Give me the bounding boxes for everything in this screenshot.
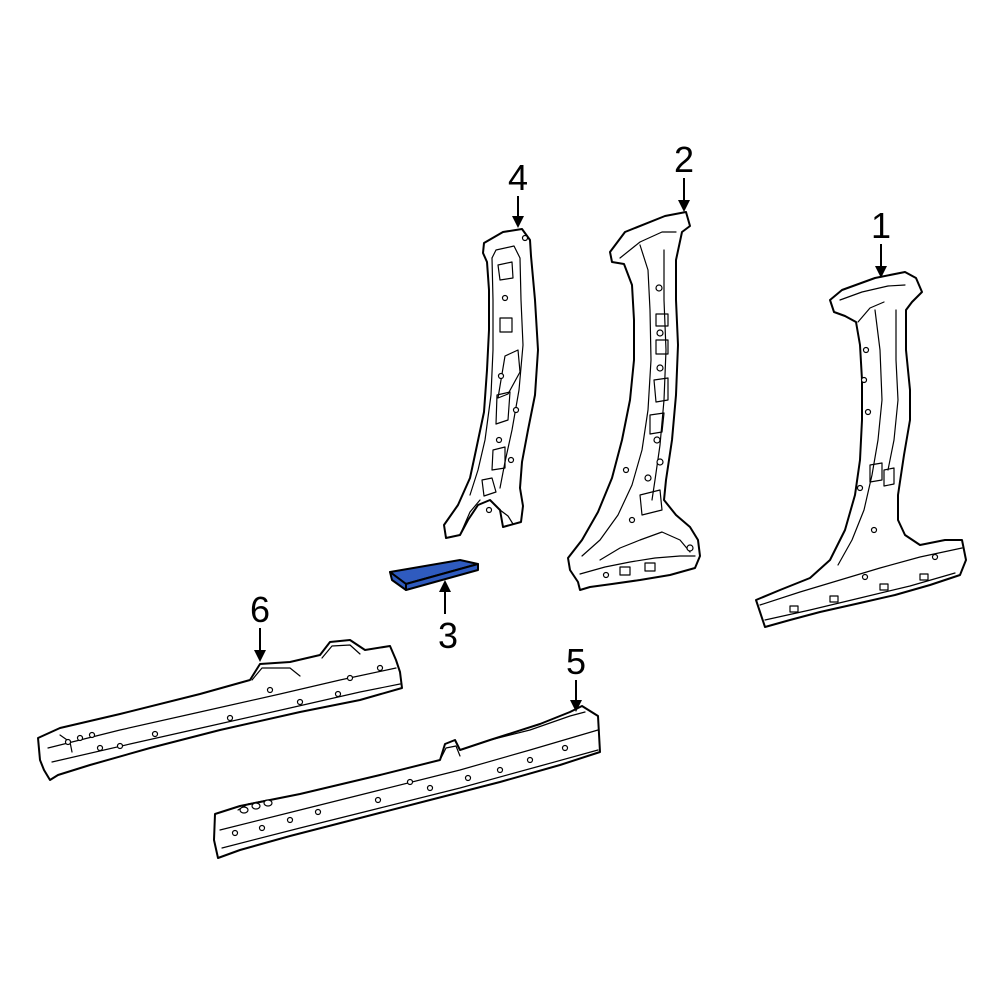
callout-4-label: 4: [508, 157, 528, 198]
callout-5-label: 5: [566, 641, 586, 682]
callout-4: 4: [508, 157, 528, 228]
callout-1-arrowhead: [875, 266, 887, 278]
callout-3: 3: [438, 580, 458, 656]
callout-6-arrowhead: [254, 650, 266, 662]
part-4-inner-pillar[interactable]: [443, 228, 539, 539]
callout-3-label: 3: [438, 615, 458, 656]
callout-3-arrowhead: [439, 580, 451, 592]
part-6-inner-rocker[interactable]: [37, 639, 403, 781]
callout-5-arrowhead: [570, 700, 582, 712]
callout-2: 2: [674, 139, 694, 212]
part-3-highlighted-reinforcement[interactable]: [389, 559, 479, 591]
callout-1-label: 1: [871, 205, 891, 246]
callout-6: 6: [250, 589, 270, 662]
part-5-outer-rocker[interactable]: [213, 705, 601, 859]
callout-2-label: 2: [674, 139, 694, 180]
callout-4-arrowhead: [512, 216, 524, 228]
callout-1: 1: [871, 205, 891, 278]
callout-6-label: 6: [250, 589, 270, 630]
part-2-center-pillar[interactable]: [567, 211, 701, 591]
callout-2-arrowhead: [678, 200, 690, 212]
callout-5: 5: [566, 641, 586, 712]
part-3-front[interactable]: [405, 563, 479, 591]
part-1-outer-pillar[interactable]: [755, 271, 967, 628]
